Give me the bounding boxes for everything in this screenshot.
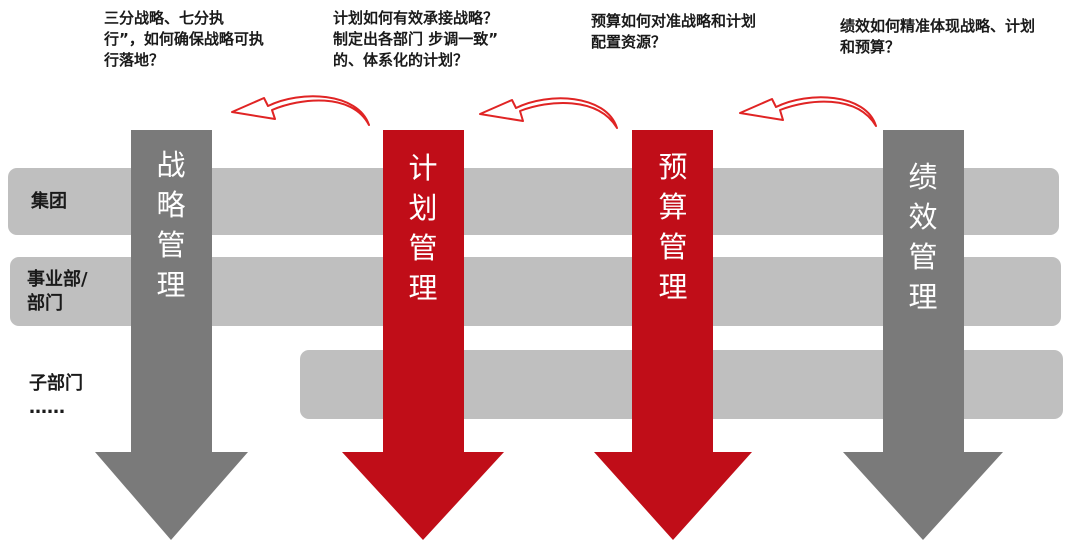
level-label-subdept: 子部门 …… [29, 373, 83, 418]
band-division [10, 257, 1061, 326]
curved-arrow-2 [479, 97, 618, 129]
curved-arrow-3 [739, 96, 877, 127]
curved-arrow-1 [231, 95, 370, 126]
arrow-label-strategy: 战略管理 [156, 148, 186, 302]
question-budget: 预算如何对准战略和计划 配置资源？ [591, 12, 757, 51]
arrow-plan [342, 130, 504, 540]
arrow-performance [843, 130, 1003, 540]
arrow-strategy [95, 130, 248, 540]
level-label-group: 集团 [31, 191, 67, 212]
question-plan: 计划如何有效承接战略？ 制定出各部门 步调一致” 的、体系化的计划？ [333, 9, 499, 69]
level-label-division: 事业部/ 部门 [27, 269, 88, 314]
arrow-label-plan: 计划管理 [408, 151, 438, 305]
arrow-label-budget: 预算管理 [658, 150, 688, 304]
arrow-label-performance: 绩效管理 [908, 160, 938, 314]
question-strategy: 三分战略、七分执 行”，如何确保战略可执 行落地？ [104, 9, 264, 69]
question-performance: 绩效如何精准体现战略、计划 和预算？ [840, 17, 1036, 56]
band-group [8, 168, 1059, 235]
arrow-budget [594, 130, 752, 540]
